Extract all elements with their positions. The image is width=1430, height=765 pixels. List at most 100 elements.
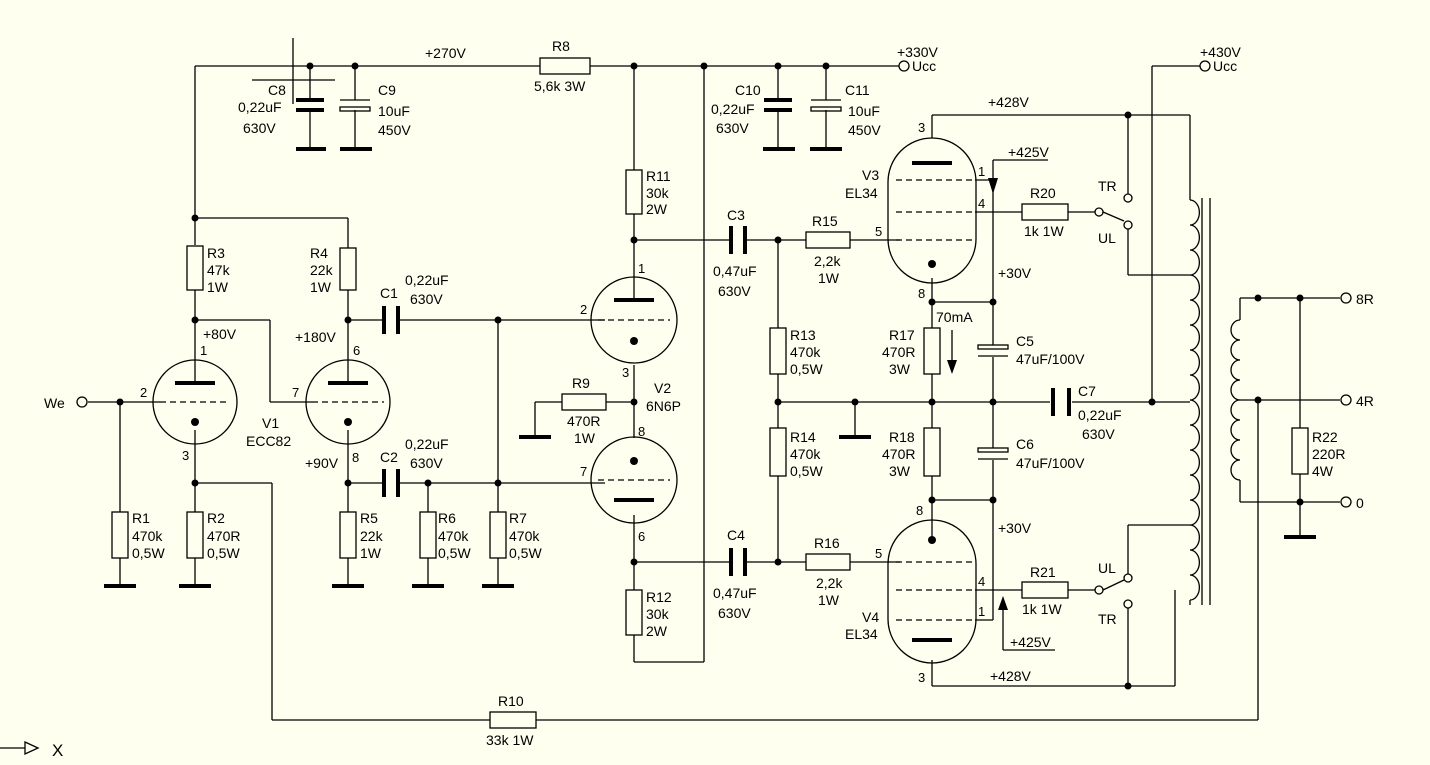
R22-body xyxy=(1291,427,1309,475)
r1-name: R1 xyxy=(132,510,150,526)
c2-value: 0,22uF xyxy=(405,436,449,452)
R12-body xyxy=(625,589,643,636)
r7-rating: 0,5W xyxy=(509,545,542,561)
r21-value: 1k 1W xyxy=(1022,601,1062,617)
label-270v: +270V xyxy=(425,45,467,61)
c3-name: C3 xyxy=(727,207,745,223)
r9-name: R9 xyxy=(572,375,590,391)
R13-body xyxy=(769,327,787,375)
r2-name: R2 xyxy=(207,510,225,526)
r14-value: 470k xyxy=(790,446,821,462)
v4-type: EL34 xyxy=(845,626,878,642)
label-ul-bottom: UL xyxy=(1098,560,1116,576)
r9-rating: 1W xyxy=(574,430,596,446)
tube-v3 xyxy=(887,137,977,284)
R15-body xyxy=(805,231,851,249)
r14-name: R14 xyxy=(790,429,816,445)
r5-value: 22k xyxy=(360,528,384,544)
r13-rating: 0,5W xyxy=(790,361,823,377)
r18-rating: 3W xyxy=(889,463,911,479)
label-428v-top: +428V xyxy=(988,94,1030,110)
v2-pin-2: 2 xyxy=(580,302,587,317)
v3-pin-3: 3 xyxy=(918,120,925,135)
c11-name: C11 xyxy=(845,82,870,98)
R5-body xyxy=(339,511,357,559)
v2-name: V2 xyxy=(654,380,671,396)
R10-body xyxy=(489,711,537,729)
arrows xyxy=(947,160,1008,650)
switches xyxy=(1094,193,1133,609)
r16-rating: 1W xyxy=(818,592,840,608)
r17-name: R17 xyxy=(889,327,915,343)
r21-name: R21 xyxy=(1030,564,1056,580)
c8-rating: 630V xyxy=(243,120,276,136)
component-labels: R8 5,6k 3W C8 0,22uF 630V C9 10uF 450V C… xyxy=(132,38,1345,748)
R18-body xyxy=(923,427,941,477)
r2-value: 470R xyxy=(207,528,240,544)
label-out-8r: 8R xyxy=(1356,291,1374,307)
c8-value: 0,22uF xyxy=(238,99,282,115)
v2-pin-6: 6 xyxy=(638,529,645,544)
R8-body xyxy=(539,57,591,75)
r16-value: 2,2k xyxy=(816,575,843,591)
c9-rating: 450V xyxy=(378,122,411,138)
label-tr-bottom: TR xyxy=(1098,611,1117,627)
tube-v1b xyxy=(305,359,391,445)
r14-rating: 0,5W xyxy=(790,463,823,479)
r20-value: 1k 1W xyxy=(1024,223,1064,239)
r5-rating: 1W xyxy=(360,545,382,561)
c4-value: 0,47uF xyxy=(713,585,757,601)
c4-rating: 630V xyxy=(718,605,751,621)
r10-name: R10 xyxy=(498,693,524,709)
v3-type: EL34 xyxy=(845,185,878,201)
v4-name: V4 xyxy=(862,609,879,625)
v3-name: V3 xyxy=(862,167,879,183)
label-430v: +430V xyxy=(1200,44,1242,60)
v1-pin-7: 7 xyxy=(292,385,299,400)
R7-body xyxy=(489,511,507,559)
r7-value: 470k xyxy=(509,528,540,544)
c2-name: C2 xyxy=(380,449,398,465)
R1-body xyxy=(111,511,129,559)
R9-body xyxy=(561,393,607,411)
r12-name: R12 xyxy=(646,589,672,605)
wires xyxy=(0,38,1340,756)
r13-value: 470k xyxy=(790,344,821,360)
label-30v-bottom: +30V xyxy=(998,520,1032,536)
v3-pin-4: 4 xyxy=(978,196,985,211)
v1-type: ECC82 xyxy=(246,433,291,449)
tube-v2b xyxy=(590,436,678,524)
r22-rating: 4W xyxy=(1312,463,1334,479)
tube-v2a xyxy=(590,276,678,364)
label-ul-top: UL xyxy=(1098,230,1116,246)
r22-value: 220R xyxy=(1312,446,1345,462)
v1-pin-6: 6 xyxy=(353,343,360,358)
c7-value: 0,22uF xyxy=(1078,407,1122,423)
v2-pin-7: 7 xyxy=(580,464,587,479)
R2-body xyxy=(186,511,204,559)
r18-name: R18 xyxy=(889,429,915,445)
v1-name: V1 xyxy=(262,415,279,431)
c1-value: 0,22uF xyxy=(405,272,449,288)
resistors xyxy=(111,57,1309,729)
c5-name: C5 xyxy=(1016,333,1034,349)
r22-name: R22 xyxy=(1312,429,1338,445)
v3-pin-1: 1 xyxy=(978,164,985,179)
R4-body xyxy=(339,247,357,291)
r20-name: R20 xyxy=(1030,185,1056,201)
r10-value: 33k 1W xyxy=(486,732,534,748)
label-x-axis: X xyxy=(52,741,63,760)
r17-rating: 3W xyxy=(889,361,911,377)
R21-body xyxy=(1021,581,1069,599)
r13-name: R13 xyxy=(790,327,816,343)
R16-body xyxy=(805,553,851,571)
c2-rating: 630V xyxy=(410,455,443,471)
junctions xyxy=(116,62,1304,690)
r11-value: 30k xyxy=(646,185,670,201)
c3-value: 0,47uF xyxy=(713,263,757,279)
v4-pin-5: 5 xyxy=(875,546,882,561)
r17-value: 470R xyxy=(882,344,915,360)
r1-value: 470k xyxy=(132,528,163,544)
v1-pin-1: 1 xyxy=(200,343,207,358)
label-input-we: We xyxy=(44,395,65,411)
